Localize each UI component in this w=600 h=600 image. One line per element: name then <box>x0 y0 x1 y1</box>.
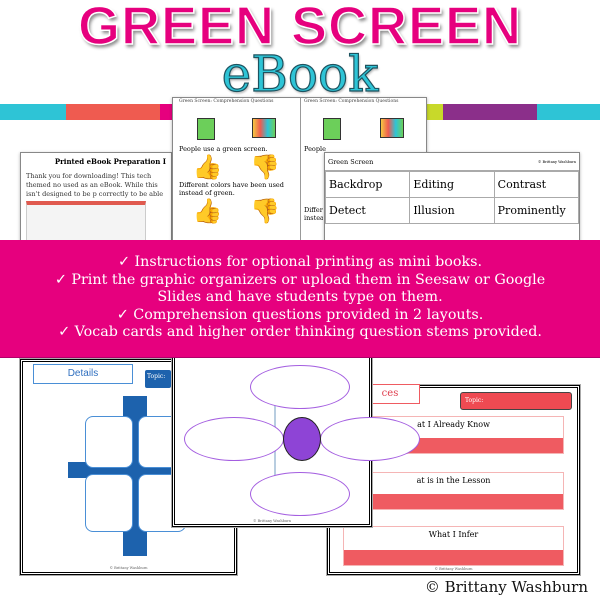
doc-header: Green Screen: Comprehension Questions <box>304 99 399 104</box>
green-screen-icon <box>323 118 342 140</box>
vocab-card-doc: Green Screen © Brittany Washburn Backdro… <box>324 152 580 247</box>
color-stripe <box>537 104 600 120</box>
web-bubble[interactable] <box>250 365 350 409</box>
credit: © Brittany Washburn <box>109 566 148 570</box>
color-stripe <box>66 104 160 120</box>
copyright: © Brittany Washburn <box>424 578 588 596</box>
row-label: at I Already Know <box>417 420 490 429</box>
topic-label: Topic: <box>460 392 572 410</box>
thumbs-down-icon[interactable]: 👎 <box>250 197 281 225</box>
credit: © Brittany Washburn <box>252 519 292 523</box>
preview-instructions-doc: Printed eBook Preparation I Thank you fo… <box>20 152 172 247</box>
detail-box[interactable] <box>85 416 133 468</box>
vocab-word: Backdrop <box>324 171 411 198</box>
print-dialog-screenshot <box>26 201 146 241</box>
organizer-title: Details <box>33 364 133 384</box>
web-bubble[interactable] <box>320 417 420 461</box>
feature-item: ✓ Vocab cards and higher order thinking … <box>58 324 542 340</box>
green-screen-icon <box>197 118 216 140</box>
doc-heading: Printed eBook Preparation I <box>54 157 166 166</box>
details-organizer: Details Topic: © Brittany Washburn <box>19 358 238 576</box>
vocab-credit: © Brittany Washburn <box>537 159 576 164</box>
web-organizer: © Brittany Washburn <box>171 351 420 528</box>
color-stripe <box>0 104 66 120</box>
organizer-row[interactable]: at is in the Lesson <box>343 472 564 510</box>
web-bubble[interactable] <box>184 417 284 461</box>
question-2: Different colors have been used instead … <box>179 181 284 197</box>
feature-item: ✓ Print the graphic organizers or upload… <box>54 271 546 306</box>
doc-body: Thank you for downloading! This tech the… <box>26 172 164 198</box>
vocab-word: Prominently <box>493 197 580 224</box>
center-circle[interactable] <box>283 417 321 461</box>
tv-icon <box>379 118 404 138</box>
thumbs-down-icon[interactable]: 👎 <box>250 153 281 181</box>
subtitle: eBook <box>221 45 379 103</box>
organizer-row[interactable]: What I Infer <box>343 526 564 566</box>
detail-box[interactable] <box>85 474 133 532</box>
question-2: Differ insteа <box>304 206 323 222</box>
preview-questions-doc: Green Screen: Comprehension Questions Pe… <box>172 97 427 247</box>
color-stripe <box>443 104 537 120</box>
tv-icon <box>251 118 276 138</box>
doc-header: Green Screen: Comprehension Questions <box>179 99 274 104</box>
feature-item: ✓ Comprehension questions provided in 2 … <box>116 306 484 323</box>
title: GREEN SCREEN <box>77 0 523 56</box>
features-banner: ✓ Instructions for optional printing as … <box>0 240 600 358</box>
credit: © Brittany Washburn <box>434 567 473 571</box>
organizer-title: ces <box>360 384 420 404</box>
vocab-word: Contrast <box>493 171 580 198</box>
thumbs-up-icon[interactable]: 👍 <box>192 153 223 181</box>
row-label: What I Infer <box>428 530 479 539</box>
vocab-word: Editing <box>409 171 495 198</box>
question-1: People use a green screen. <box>179 145 268 153</box>
topic-label: Topic: <box>145 370 171 388</box>
row-label: at is in the Lesson <box>416 476 491 485</box>
vocab-title: Green Screen <box>328 157 374 166</box>
thumbs-up-icon[interactable]: 👍 <box>192 197 223 225</box>
vocab-word: Illusion <box>409 197 495 224</box>
web-bubble[interactable] <box>250 472 350 516</box>
question-1: People <box>304 145 326 153</box>
feature-item: ✓ Instructions for optional printing as … <box>117 254 483 270</box>
vocab-word: Detect <box>324 197 411 224</box>
